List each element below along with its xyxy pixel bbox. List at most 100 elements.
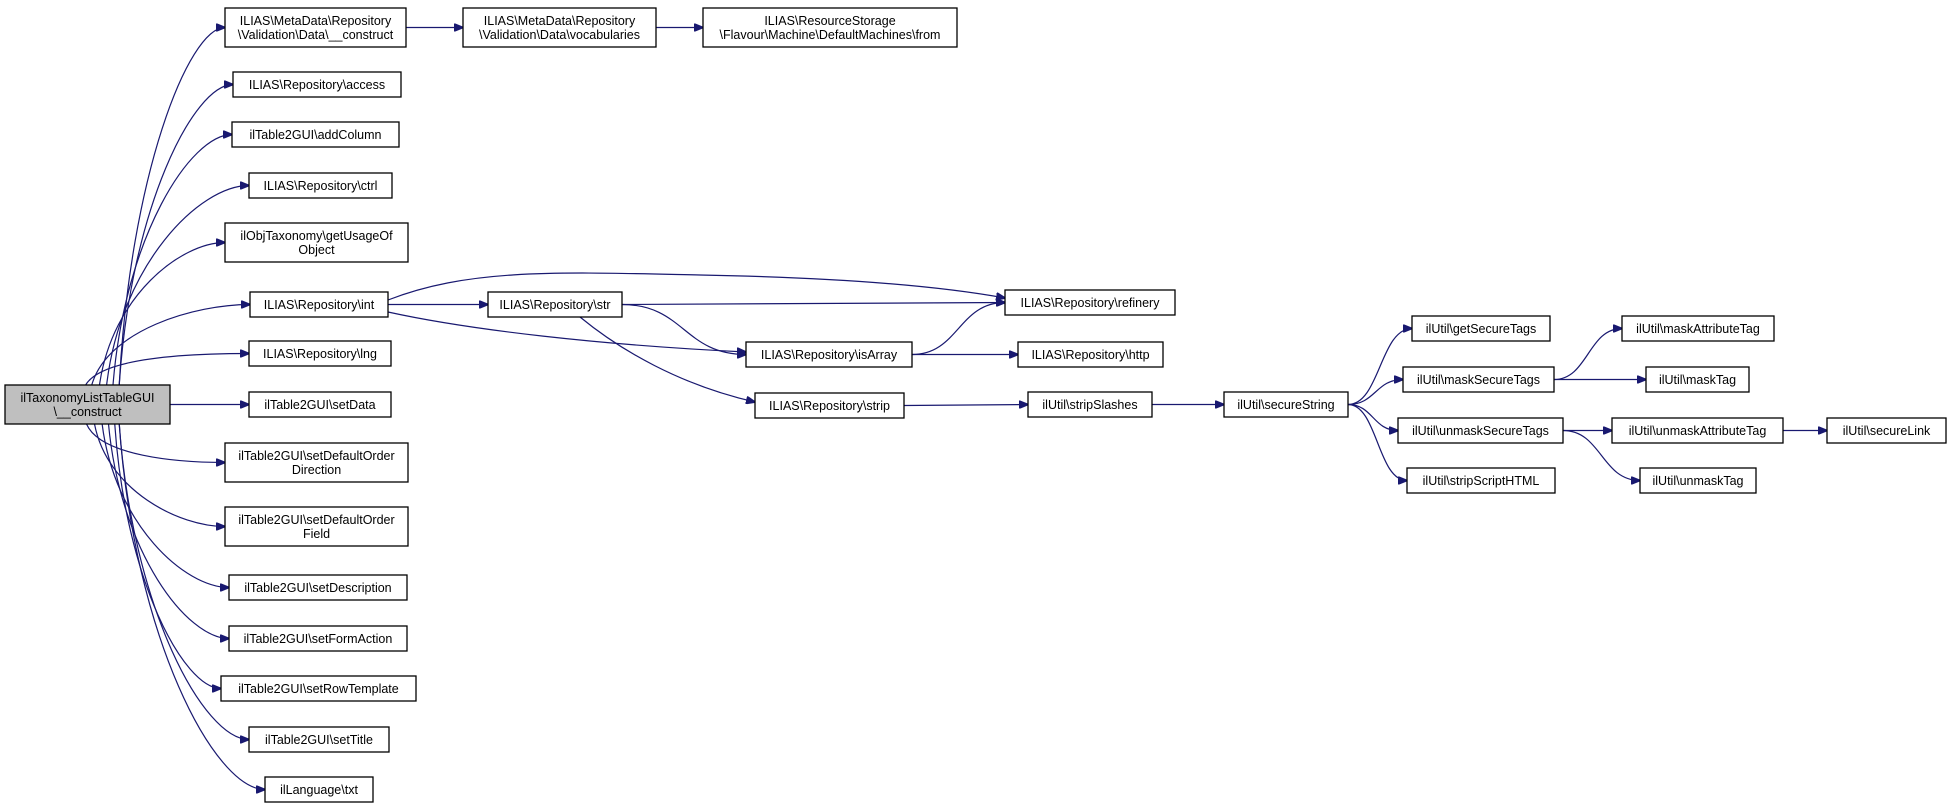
node-masksecuretags[interactable]: ilUtil\maskSecureTags	[1402, 366, 1555, 393]
edges	[85, 28, 1827, 790]
node-settitle[interactable]: ilTable2GUI\setTitle	[248, 726, 390, 753]
node-label: ILIAS\Repository\lng	[263, 347, 377, 361]
node-str[interactable]: ILIAS\Repository\str	[487, 291, 623, 318]
edge-masksecuretags-to-maskattributetag	[1553, 329, 1622, 381]
node-stripslashes[interactable]: ilUtil\stripSlashes	[1027, 391, 1153, 418]
node-label: ilUtil\unmaskAttributeTag	[1629, 424, 1767, 438]
edge-int-to-isarray	[387, 311, 746, 352]
edge-securestring-to-masksecuretags	[1347, 380, 1403, 406]
node-box	[1223, 391, 1349, 418]
edge-str-to-refinery	[621, 303, 1005, 305]
node-label: ILIAS\Repository\refinery	[1021, 296, 1161, 310]
node-label: Direction	[292, 463, 341, 477]
node-maskattributetag[interactable]: ilUtil\maskAttributeTag	[1621, 315, 1775, 342]
node-http[interactable]: ILIAS\Repository\http	[1017, 341, 1164, 368]
node-box	[224, 7, 407, 48]
node-label: ilTaxonomyListTableGUI	[20, 391, 154, 405]
node-box	[248, 391, 392, 418]
node-label: ILIAS\Repository\access	[249, 78, 385, 92]
node-securelink[interactable]: ilUtil\secureLink	[1826, 417, 1947, 444]
node-securestring[interactable]: ilUtil\secureString	[1223, 391, 1349, 418]
node-box	[220, 675, 417, 702]
edge-root-to-usage	[98, 243, 226, 386]
node-box	[248, 340, 392, 367]
node-label: ilUtil\getSecureTags	[1426, 322, 1536, 336]
node-label: \Validation\Data\__construct	[238, 28, 394, 42]
node-box	[248, 726, 390, 753]
node-refinery[interactable]: ILIAS\Repository\refinery	[1004, 289, 1176, 316]
node-label: ilUtil\maskTag	[1659, 373, 1736, 387]
node-box	[1611, 417, 1784, 444]
node-label: Object	[298, 243, 335, 257]
node-label: ilUtil\maskAttributeTag	[1636, 322, 1760, 336]
node-unmaskattributetag[interactable]: ilUtil\unmaskAttributeTag	[1611, 417, 1784, 444]
node-setformaction[interactable]: ilTable2GUI\setFormAction	[228, 625, 408, 652]
edge-root-to-setdefaultorderfield	[93, 423, 226, 527]
node-ctrl[interactable]: ILIAS\Repository\ctrl	[248, 172, 393, 199]
node-addcolumn[interactable]: ilTable2GUI\addColumn	[231, 121, 400, 148]
node-label: ILIAS\Repository\str	[499, 298, 610, 312]
node-box	[248, 172, 393, 199]
node-label: ilUtil\secureLink	[1843, 424, 1931, 438]
node-md-construct[interactable]: ILIAS\MetaData\Repository\Validation\Dat…	[224, 7, 407, 48]
node-setrowtemplate[interactable]: ilTable2GUI\setRowTemplate	[220, 675, 417, 702]
node-lng[interactable]: ILIAS\Repository\lng	[248, 340, 392, 367]
edge-str-to-strip	[579, 316, 755, 402]
node-md-vocab[interactable]: ILIAS\MetaData\Repository\Validation\Dat…	[462, 7, 657, 48]
node-box	[264, 776, 374, 803]
node-getsecuretags[interactable]: ilUtil\getSecureTags	[1411, 315, 1551, 342]
node-label: ilTable2GUI\setData	[264, 398, 375, 412]
node-label: ilTable2GUI\setDescription	[244, 581, 391, 595]
node-box	[702, 7, 958, 48]
node-box	[1411, 315, 1551, 342]
edge-root-to-ctrl	[106, 186, 249, 386]
node-isarray[interactable]: ILIAS\Repository\isArray	[745, 341, 913, 368]
edge-int-to-refinery	[387, 272, 1005, 300]
node-rs-from[interactable]: ILIAS\ResourceStorage\Flavour\Machine\De…	[702, 7, 958, 48]
node-label: ilTable2GUI\setTitle	[265, 733, 373, 747]
node-masktag[interactable]: ilUtil\maskTag	[1645, 366, 1750, 393]
node-box	[1621, 315, 1775, 342]
node-access[interactable]: ILIAS\Repository\access	[232, 71, 402, 98]
node-box	[232, 71, 402, 98]
node-unmasksecuretags[interactable]: ilUtil\unmaskSecureTags	[1397, 417, 1564, 444]
edge-root-to-setdefaultorderdir	[85, 423, 226, 463]
node-setdescription[interactable]: ilTable2GUI\setDescription	[228, 574, 408, 601]
edge-securestring-to-getsecuretags	[1347, 329, 1412, 406]
node-int[interactable]: ILIAS\Repository\int	[249, 291, 389, 318]
edge-root-to-setdescription	[101, 423, 229, 588]
edge-root-to-lng	[85, 354, 249, 386]
node-label: ILIAS\MetaData\Repository	[240, 14, 392, 28]
node-stripscripthtml[interactable]: ilUtil\stripScriptHTML	[1406, 467, 1556, 494]
node-label: ILIAS\Repository\ctrl	[264, 179, 378, 193]
node-box	[1645, 366, 1750, 393]
edge-unmasksecuretags-to-unmasktag	[1562, 429, 1640, 481]
node-box	[228, 625, 408, 652]
edge-root-to-settitle	[118, 423, 249, 740]
node-box	[754, 392, 905, 419]
node-txt[interactable]: ilLanguage\txt	[264, 776, 374, 803]
edge-root-to-addcolumn	[112, 135, 232, 386]
node-root[interactable]: ilTaxonomyListTableGUI\__construct	[4, 384, 171, 425]
nodes: ilTaxonomyListTableGUI\__construct ILIAS\…	[4, 7, 1947, 803]
edge-root-to-setformaction	[107, 423, 230, 639]
node-box	[1826, 417, 1947, 444]
node-label: ilTable2GUI\setDefaultOrder	[238, 449, 394, 463]
node-label: Field	[303, 527, 330, 541]
node-box	[1639, 467, 1757, 494]
node-box	[1004, 289, 1176, 316]
node-unmasktag[interactable]: ilUtil\unmaskTag	[1639, 467, 1757, 494]
node-setdata[interactable]: ilTable2GUI\setData	[248, 391, 392, 418]
node-label: ilTable2GUI\addColumn	[249, 128, 381, 142]
edge-securestring-to-stripscripthtml	[1347, 403, 1407, 481]
node-label: ilUtil\stripSlashes	[1042, 398, 1137, 412]
node-box	[249, 291, 389, 318]
node-box	[224, 506, 409, 547]
node-label: ilUtil\unmaskSecureTags	[1412, 424, 1549, 438]
node-strip[interactable]: ILIAS\Repository\strip	[754, 392, 905, 419]
node-label: ILIAS\Repository\strip	[769, 399, 890, 413]
